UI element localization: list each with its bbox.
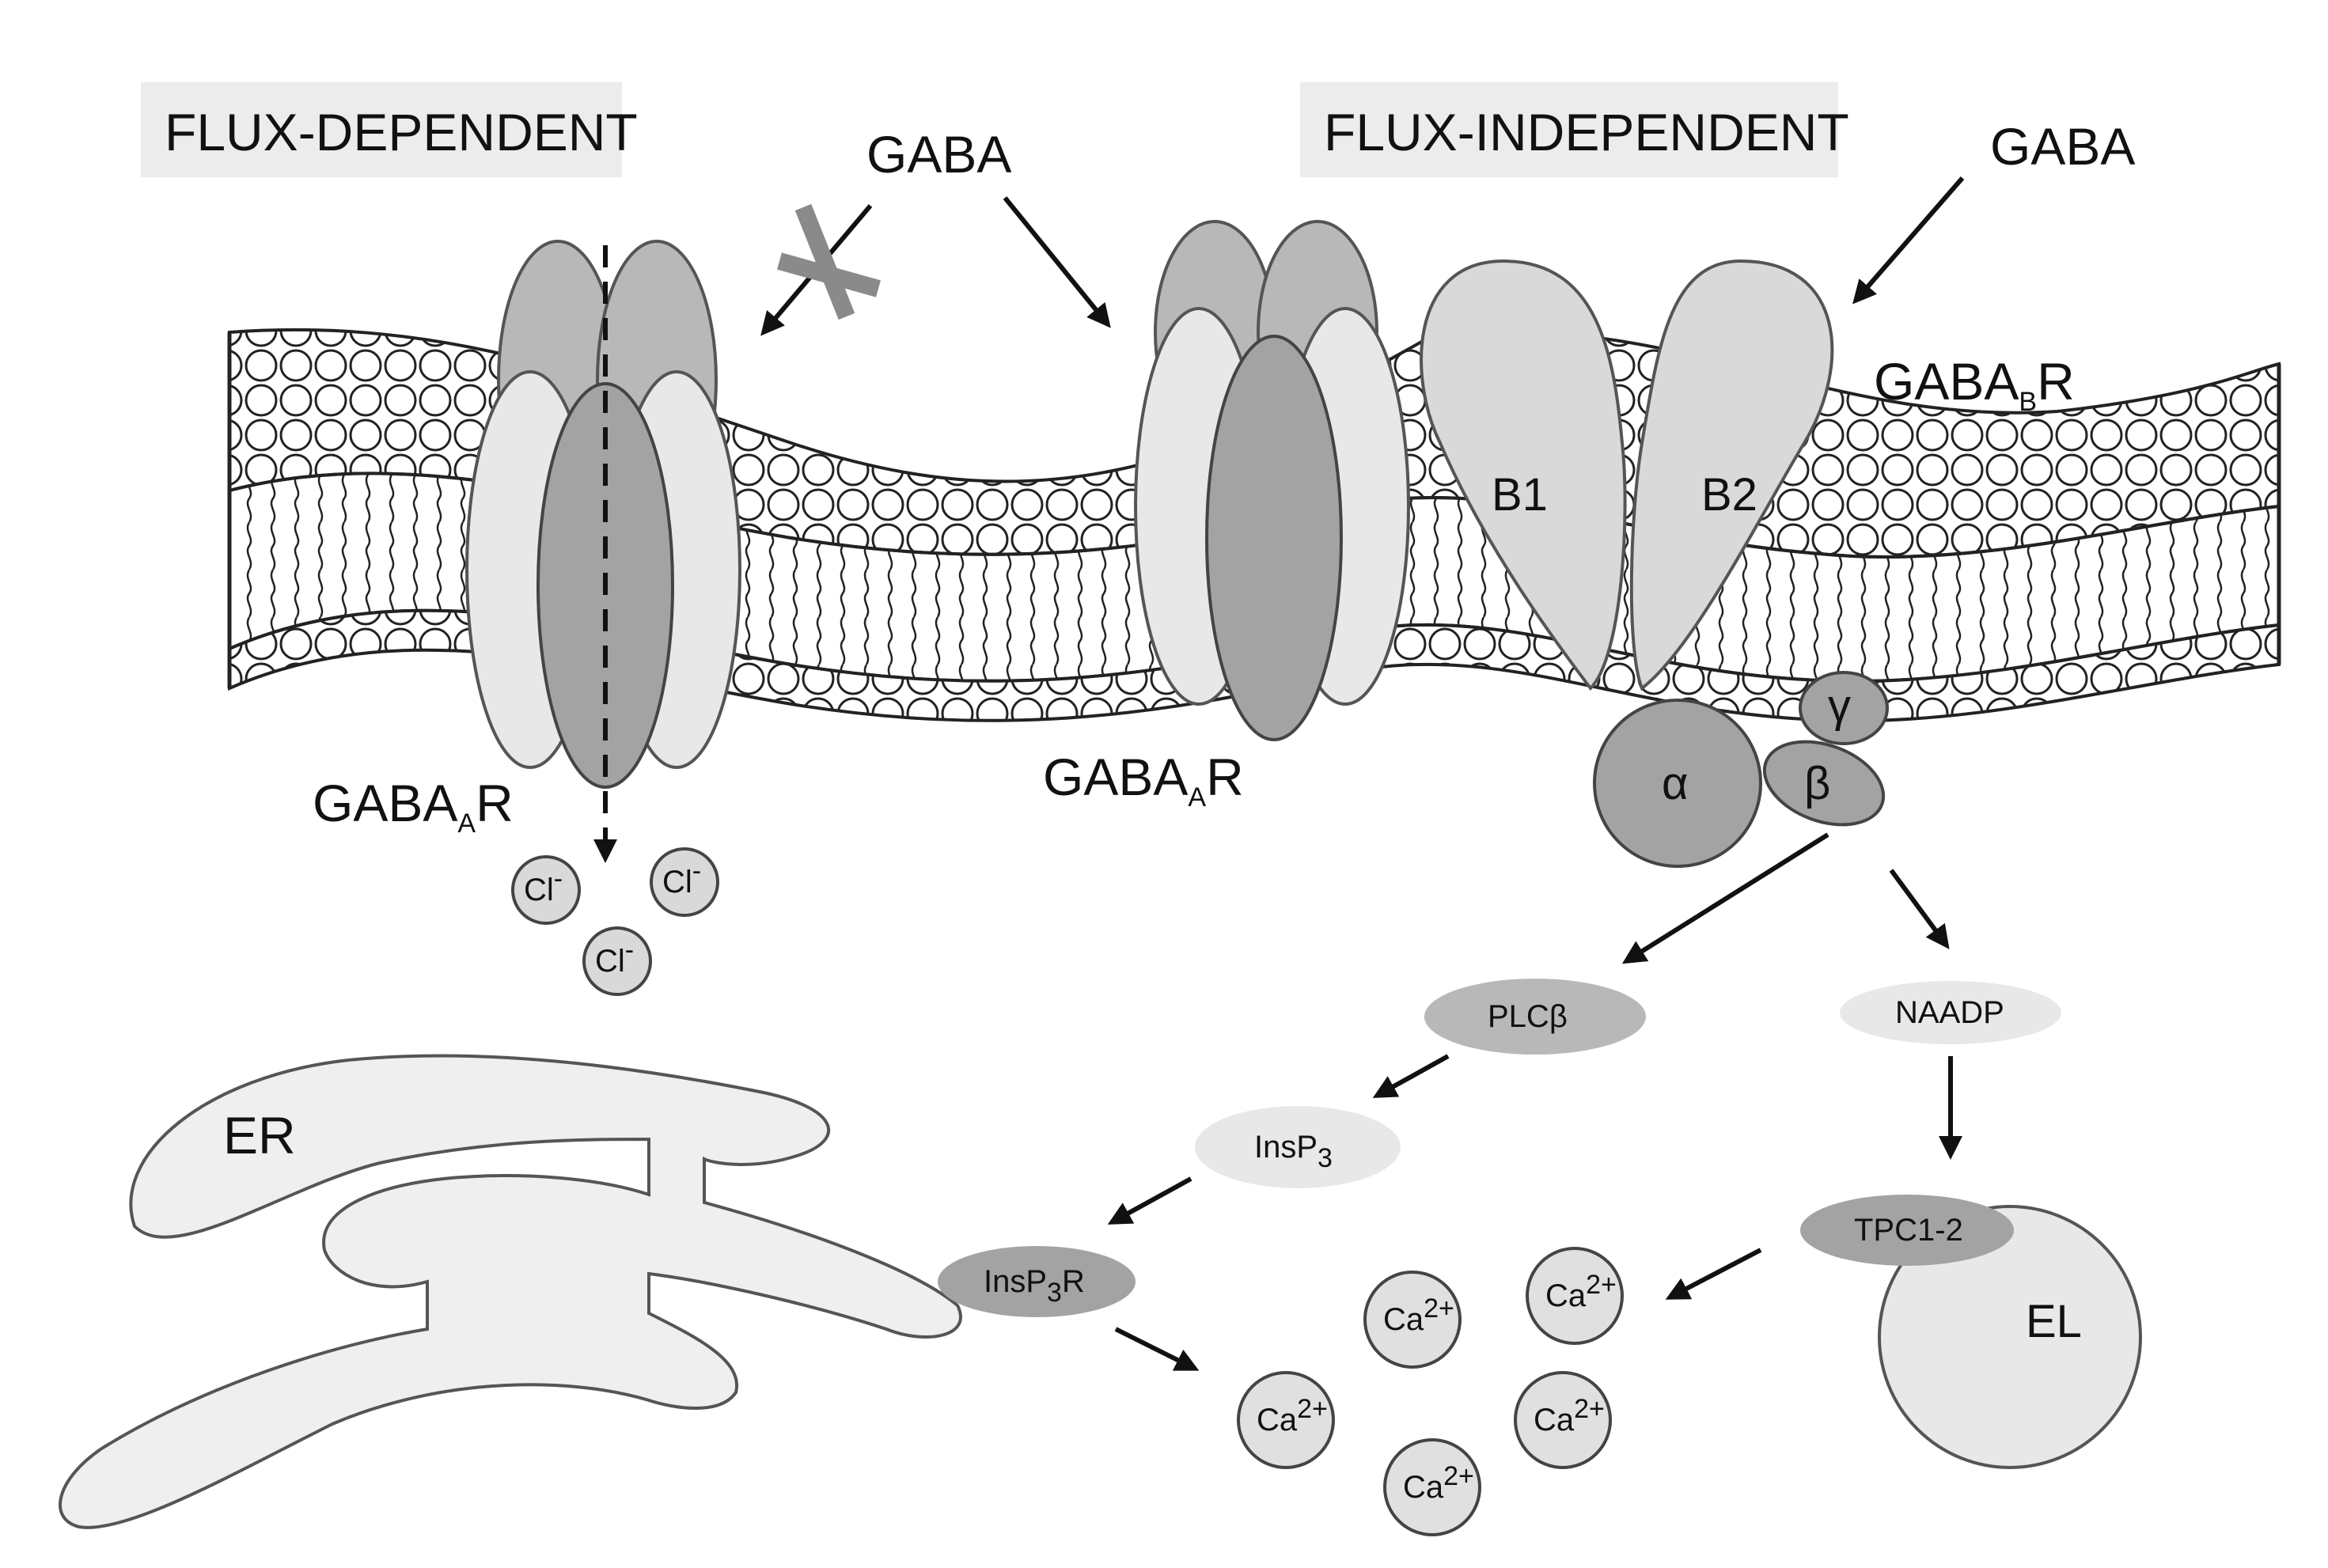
- calcium-ion: Ca2+: [1526, 1247, 1624, 1345]
- svg-text:InsP3: InsP3: [1254, 1130, 1333, 1173]
- svg-text:Ca2+: Ca2+: [1534, 1394, 1605, 1437]
- calcium-ion: Ca2+: [1237, 1371, 1335, 1469]
- calcium-ion: Ca2+: [1363, 1271, 1462, 1369]
- gabab-label: GABABR: [1874, 352, 2075, 417]
- b2-label: B2: [1701, 469, 1757, 521]
- tpc-label: TPC1-2: [1854, 1213, 1963, 1248]
- endolysosome: EL TPC1-2: [1800, 1195, 2142, 1469]
- svg-text:Ca2+: Ca2+: [1403, 1461, 1474, 1505]
- gabaa-receptor-left: [465, 240, 741, 863]
- flux-dependent-label: FLUX-DEPENDENT: [165, 103, 638, 161]
- plcb-node: PLCβ: [1424, 979, 1646, 1055]
- chloride-ion: Cl-: [511, 855, 581, 925]
- chloride-ion: Cl-: [582, 926, 652, 996]
- er-label: ER: [223, 1106, 296, 1165]
- tpc-channel: [1800, 1195, 2014, 1266]
- beta-label: β: [1804, 758, 1830, 809]
- svg-text:Ca2+: Ca2+: [1545, 1270, 1617, 1313]
- gabaa-label-left: GABAAR: [313, 774, 514, 839]
- b1-subunit: [1420, 259, 1627, 691]
- g-protein: α γ β: [1593, 671, 1889, 868]
- alpha-label: α: [1662, 758, 1689, 809]
- gabab-receptor: B1 B2: [1420, 259, 1834, 691]
- gaba-label-left: GABA: [866, 125, 1011, 184]
- endoplasmic-reticulum: ER: [59, 1054, 962, 1529]
- insp3-node: InsP3: [1195, 1106, 1401, 1188]
- b2-subunit: [1629, 259, 1834, 691]
- blocked-x-icon: [777, 203, 881, 320]
- svg-text:Cl-: Cl-: [662, 856, 701, 900]
- gamma-label: γ: [1828, 680, 1851, 732]
- svg-text:Cl-: Cl-: [595, 935, 634, 979]
- svg-text:NAADP: NAADP: [1895, 995, 2004, 1030]
- svg-text:Ca2+: Ca2+: [1257, 1394, 1328, 1437]
- gabaa-label-middle: GABAAR: [1043, 748, 1244, 812]
- calcium-ion: Ca2+: [1383, 1438, 1481, 1536]
- svg-text:Cl-: Cl-: [524, 864, 563, 907]
- svg-text:PLCβ: PLCβ: [1488, 999, 1568, 1034]
- gaba-arrow-middle: [1003, 196, 1111, 328]
- svg-text:Ca2+: Ca2+: [1383, 1293, 1454, 1337]
- insp3r-receptor: InsP3R: [938, 1246, 1136, 1317]
- b1-label: B1: [1492, 469, 1548, 521]
- gaba-label-right: GABA: [1990, 117, 2135, 176]
- gaba-arrow-right: [1852, 176, 1965, 305]
- flux-dependent-title: FLUX-DEPENDENT: [141, 82, 638, 177]
- svg-text:InsP3R: InsP3R: [984, 1264, 1085, 1308]
- flux-independent-title: FLUX-INDEPENDENT: [1300, 82, 1849, 177]
- gabaa-receptor-middle: [1134, 220, 1410, 741]
- calcium-ion: Ca2+: [1514, 1371, 1612, 1469]
- el-label: EL: [2026, 1296, 2082, 1347]
- flux-independent-label: FLUX-INDEPENDENT: [1324, 103, 1849, 161]
- naadp-node: NAADP: [1840, 981, 2061, 1044]
- chloride-ion: Cl-: [650, 847, 719, 917]
